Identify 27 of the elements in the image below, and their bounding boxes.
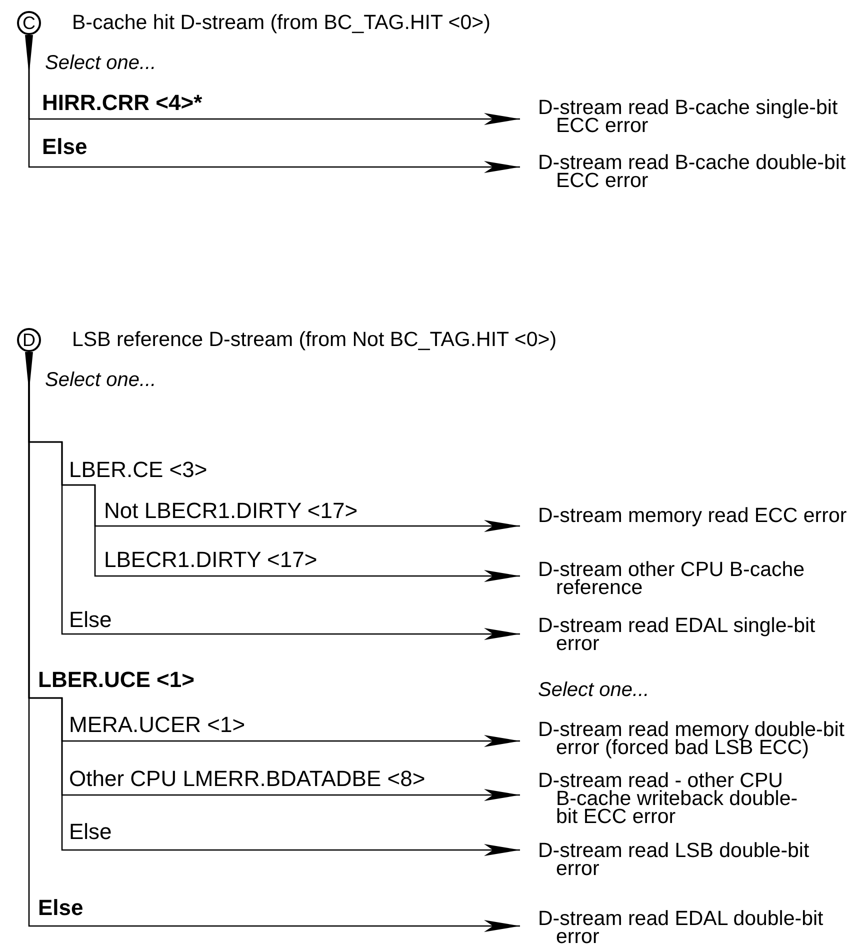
condition-text: LBER.UCE <1> [38, 669, 194, 691]
connector-circle: D [17, 328, 41, 352]
edge-label: Else [69, 609, 112, 631]
result-text: D-stream read B-cache double-bit ECC error [520, 154, 855, 190]
edge-label: HIRR.CRR <4>* [42, 92, 202, 114]
result-text: D-stream read EDAL single-bit error [520, 617, 855, 653]
heading-text: LSB reference D-stream (from Not BC_TAG.HIT <0>) [72, 329, 557, 351]
note-text: Select one... [45, 52, 156, 74]
result-text: D-stream read - other CPU B-cache writeback double-bit ECC error [520, 772, 807, 826]
result-text: D-stream read B-cache single-bit ECC error [520, 99, 855, 135]
note-text: Select one... [538, 679, 650, 701]
result-text: D-stream read memory double-bit error (forced bad LSB ECC) [520, 721, 855, 757]
condition-text: LBER.CE <3> [69, 459, 208, 481]
edge-label: Else [69, 821, 112, 843]
edge-label: LBECR1.DIRTY <17> [104, 549, 318, 571]
connector-circle: C [17, 11, 41, 35]
note-text: Select one... [45, 369, 156, 391]
edge-label: Else [38, 897, 84, 919]
result-text: D-stream read LSB double-bit error [520, 842, 855, 878]
edge-label: MERA.UCER <1> [69, 714, 246, 736]
heading-text: B-cache hit D-stream (from BC_TAG.HIT <0>) [72, 12, 490, 34]
edge-label: Not LBECR1.DIRTY <17> [104, 500, 358, 522]
edge-label: Other CPU LMERR.BDATADBE <8> [69, 768, 426, 790]
result-text: D-stream read EDAL double-bit error [520, 910, 855, 946]
result-text: D-stream other CPU B-cache reference [520, 561, 855, 597]
result-text: D-stream memory read ECC error [520, 507, 855, 525]
edge-label: Else [42, 136, 88, 158]
